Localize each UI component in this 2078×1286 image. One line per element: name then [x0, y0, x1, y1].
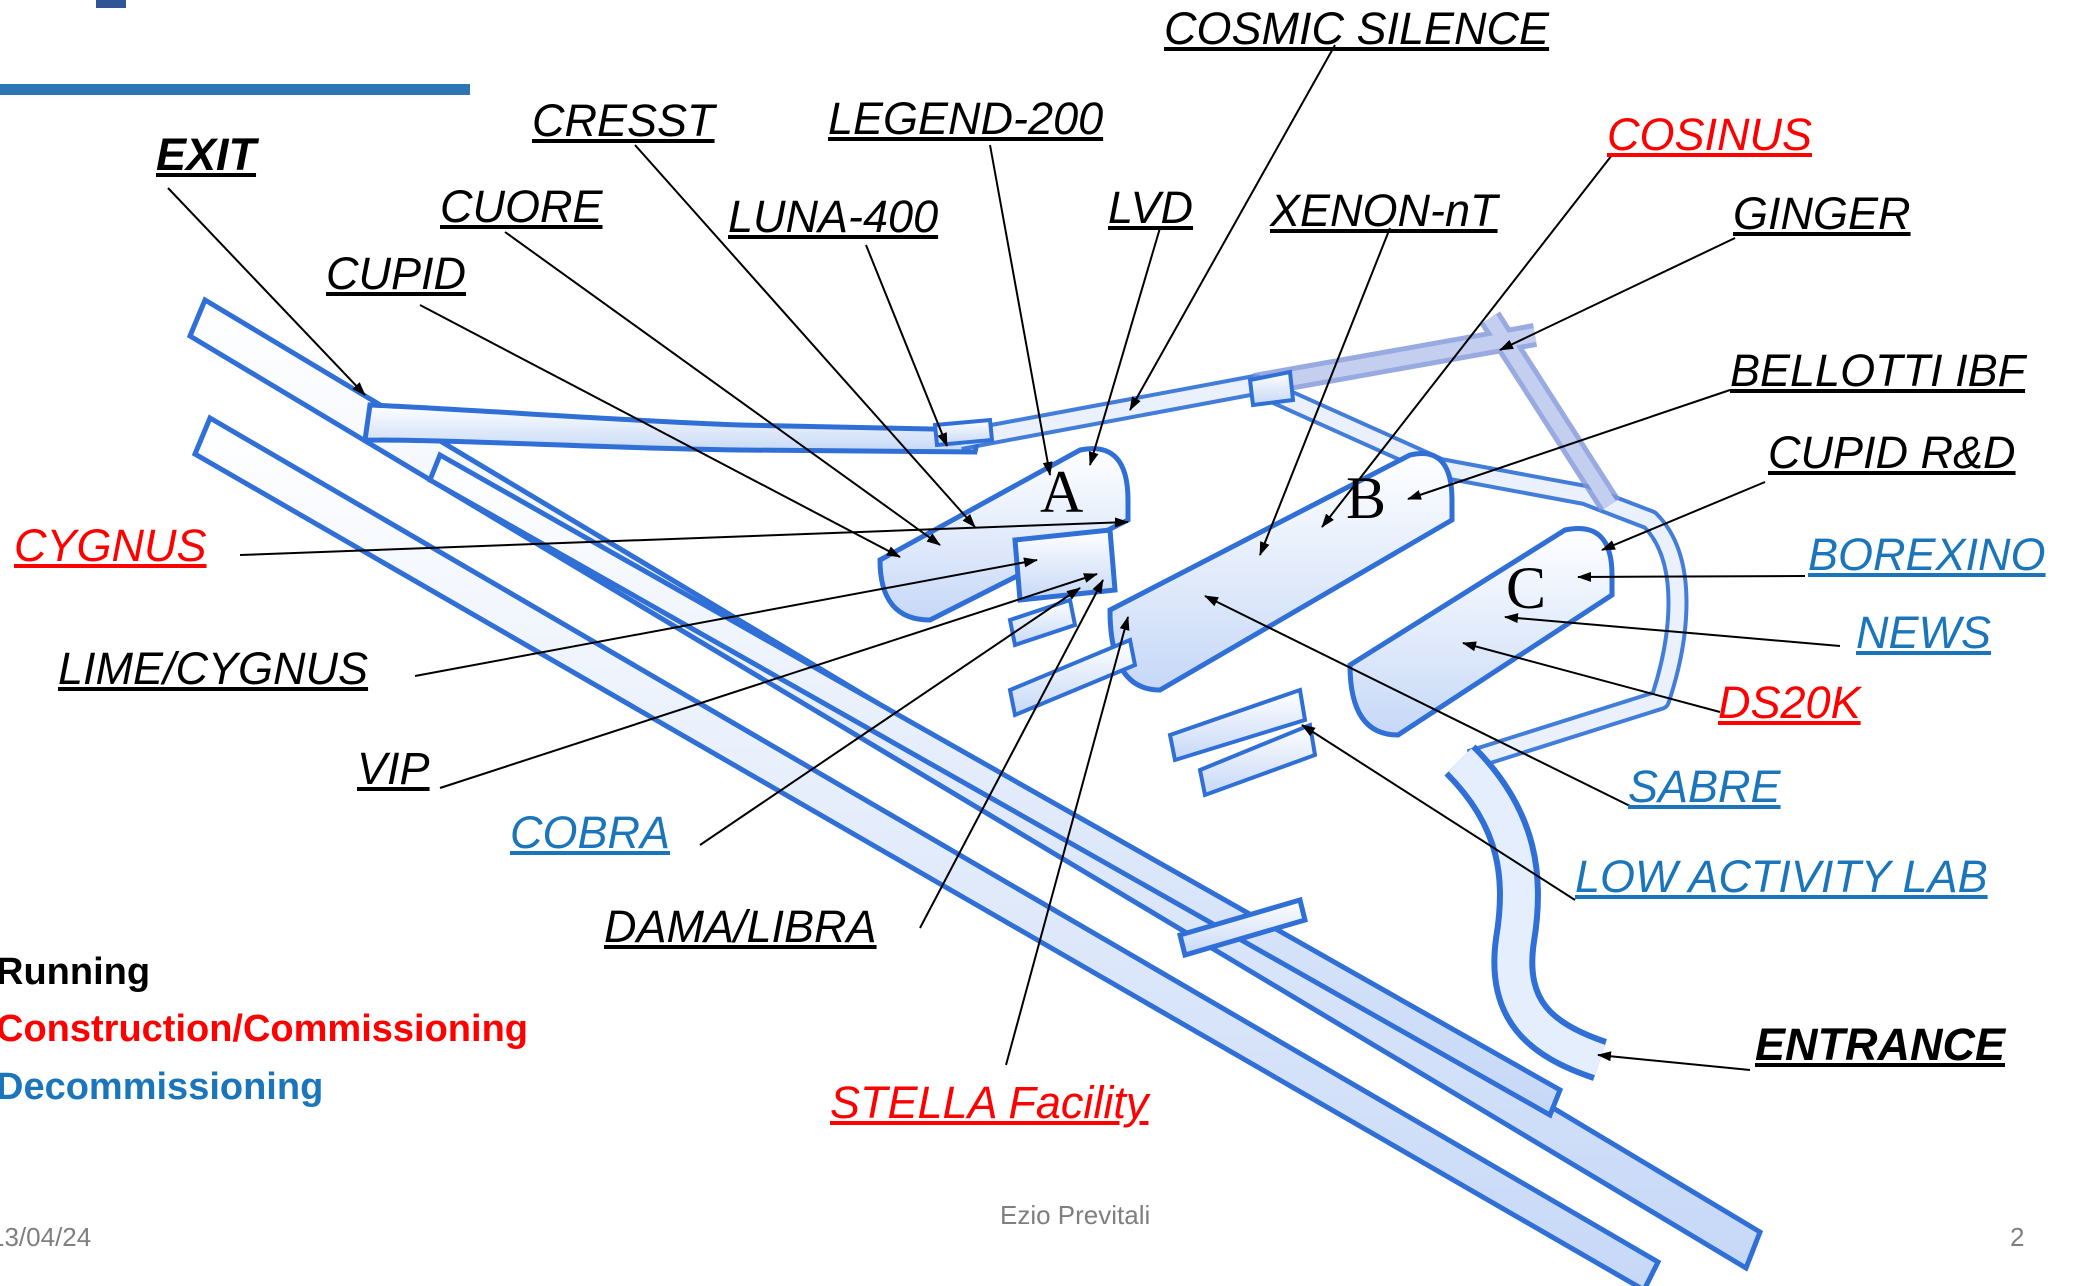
label-borexino: BOREXINO [1808, 529, 2046, 580]
label-lime-cygnus: LIME/CYGNUS [58, 643, 369, 694]
interferometer-room [1012, 527, 1118, 603]
title-underline-bar [0, 84, 470, 95]
label-vip: VIP [357, 743, 430, 794]
label-bellotti-ibf: BELLOTTI IBF [1730, 345, 2026, 396]
leader-cuore [504, 231, 941, 546]
hall-c-letter: C [1506, 555, 1546, 621]
hall-a-letter: A [1040, 459, 1083, 525]
label-news: NEWS [1856, 607, 1991, 658]
hall-c [1347, 526, 1615, 738]
leader-lime-cygnus [414, 557, 1038, 677]
leader-stella [1005, 616, 1130, 1066]
label-entrance: ENTRANCE [1755, 1019, 2006, 1070]
label-ds20k: DS20K [1718, 677, 1861, 728]
leader-borexino [1577, 571, 1806, 582]
right-highway-tunnel [191, 414, 1662, 1286]
footer-date: 13/04/24 [0, 1222, 92, 1252]
footer-page-number: 2 [2010, 1222, 2025, 1252]
leader-low-activity-lab [1301, 724, 1576, 901]
entrance-tunnel [1444, 744, 1608, 1081]
label-cupid: CUPID [326, 248, 467, 299]
leader-bellotti-ibf [1407, 389, 1731, 500]
label-low-activity-lab: LOW ACTIVITY LAB [1575, 851, 1988, 902]
label-cosinus: COSINUS [1607, 109, 1813, 160]
leader-ginger [1499, 237, 1736, 351]
leader-cosmic-silence [1129, 44, 1336, 411]
footer-author: Ezio Previtali [1000, 1200, 1151, 1230]
experimental-halls [877, 446, 1615, 738]
cross-tunnel [1176, 896, 1309, 959]
label-cupid-rd: CUPID R&D [1768, 427, 2016, 478]
legend-decommissioning: Decommissioning [0, 1066, 324, 1108]
leader-dama-libra [919, 579, 1104, 929]
leader-exit [167, 187, 366, 396]
hall-b-letter: B [1346, 465, 1386, 531]
label-cygnus: CYGNUS [14, 520, 207, 571]
leader-luna400 [865, 244, 948, 447]
leader-lines [167, 44, 1841, 1071]
leader-cupid [419, 304, 901, 558]
label-cosmic-silence: COSMIC SILENCE [1164, 3, 1550, 54]
exit-ramp-tunnel [362, 402, 984, 455]
label-xenon-nt: XENON-nT [1270, 185, 1498, 236]
leader-cresst [634, 144, 976, 528]
leader-cupid-rd [1601, 481, 1766, 551]
legend-running: Running [0, 951, 151, 993]
leader-news [1504, 613, 1841, 647]
label-sabre: SABRE [1628, 761, 1781, 812]
leader-legend200 [989, 144, 1053, 476]
label-exit: EXIT [156, 129, 257, 180]
label-cresst: CRESST [532, 95, 715, 146]
side-galleries [932, 369, 1318, 798]
leader-ds20k [1462, 641, 1721, 713]
label-ginger: GINGER [1733, 188, 1911, 239]
label-cuore: CUORE [440, 181, 603, 232]
leader-cosinus [1321, 154, 1613, 528]
leader-cobra [699, 587, 1081, 846]
title-fragment [96, 0, 126, 8]
label-luna400: LUNA-400 [728, 191, 939, 242]
leader-lvd [1088, 227, 1161, 466]
leader-xenon-nt [1259, 227, 1391, 556]
label-dama-libra: DAMA/LIBRA [604, 901, 877, 952]
legend-construction: Construction/Commissioning [0, 1008, 528, 1050]
label-stella: STELLA Facility [830, 1077, 1149, 1128]
label-cobra: COBRA [510, 807, 671, 858]
leader-cygnus [239, 517, 1129, 556]
leader-entrance [1597, 1051, 1751, 1071]
leader-sabre [1204, 595, 1631, 807]
label-legend200: LEGEND-200 [828, 93, 1104, 144]
leader-vip [439, 573, 1098, 789]
label-lvd: LVD [1108, 182, 1194, 233]
